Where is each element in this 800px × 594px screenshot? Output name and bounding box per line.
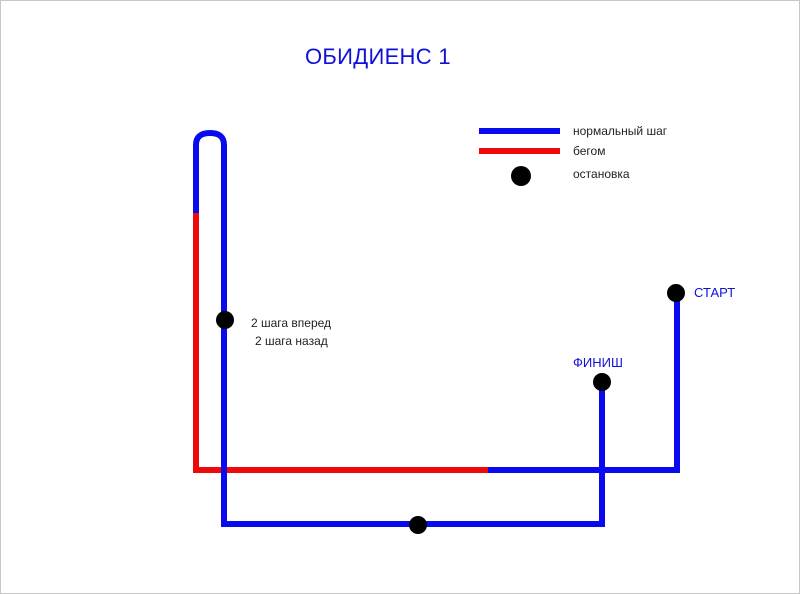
bottom-stop-dot [409,516,427,534]
step-back-label: 2 шага назад [255,334,328,348]
legend-stop-dot [511,166,531,186]
legend-stop-label: остановка [573,167,630,181]
finish-label: ФИНИШ [573,355,623,370]
step-forward-label: 2 шага вперед [251,316,332,330]
legend-run-label: бегом [573,144,606,158]
start-label: СТАРТ [694,285,736,300]
route-u-turn [193,129,227,146]
finish-stop-dot [593,373,611,391]
legend-normal-label: нормальный шаг [573,124,668,138]
steps-stop-dot [216,311,234,329]
start-stop-dot [667,284,685,302]
page-title: ОБИДИЕНС 1 [305,44,451,69]
